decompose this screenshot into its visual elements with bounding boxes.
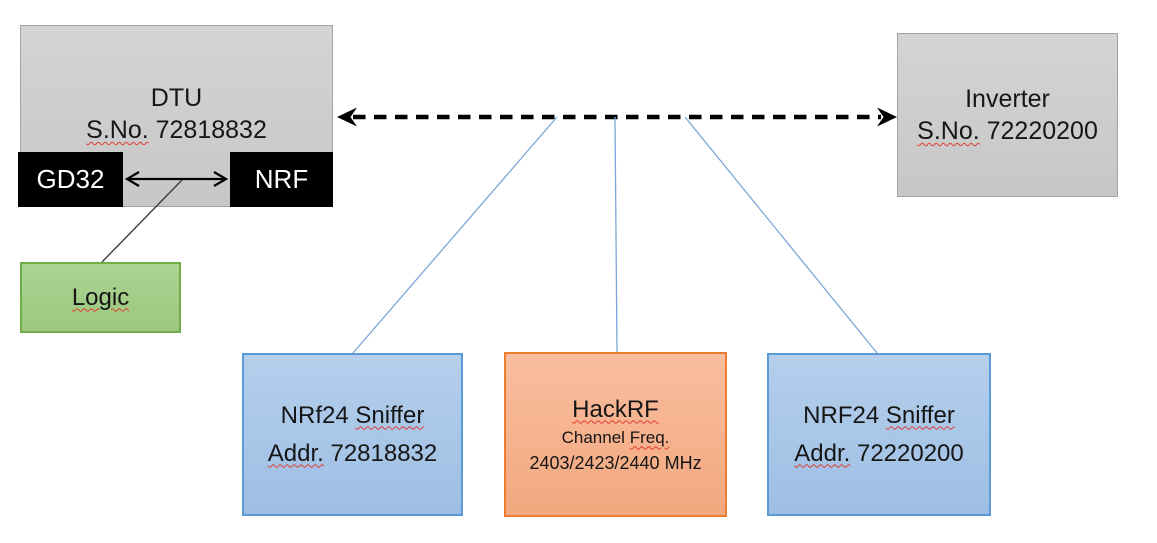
nrf-chip-box: NRF bbox=[230, 152, 333, 207]
logic-analyzer-box: Logic bbox=[20, 262, 181, 333]
hackrf-freq-word: Freq. bbox=[629, 427, 670, 447]
sniffer-right-addr-value: 72220200 bbox=[856, 439, 964, 467]
connector-to-hackrf bbox=[614, 116, 618, 353]
sniffer-left-name-word: Sniffer bbox=[355, 401, 425, 429]
gd32-chip-box: GD32 bbox=[18, 152, 123, 207]
sniffer-left-name-prefix: NRf24 bbox=[280, 401, 349, 429]
sniffer-right-name: NRF24 Sniffer bbox=[803, 397, 955, 435]
connector-to-sniffer-left bbox=[352, 116, 558, 354]
sniffer-left-addr: Addr. 72818832 bbox=[268, 435, 438, 473]
gd32-label: GD32 bbox=[36, 164, 105, 194]
logic-label: Logic bbox=[71, 283, 130, 311]
hackrf-box: HackRF Channel Freq. 2403/2423/2440 MHz bbox=[504, 352, 727, 517]
inverter-label: Inverter S.No. 72220200 bbox=[898, 34, 1117, 196]
connector-to-sniffer-right bbox=[684, 116, 878, 354]
inverter-title: Inverter bbox=[965, 85, 1050, 113]
hackrf-channel-line: Channel Freq. bbox=[562, 425, 670, 451]
inverter-serial: S.No. 72220200 bbox=[917, 115, 1098, 147]
hackrf-frequencies: 2403/2423/2440 MHz bbox=[529, 452, 702, 473]
rf-link-arrowhead-left bbox=[337, 107, 357, 127]
sniffer-left-addr-label: Addr. bbox=[267, 439, 324, 467]
hackrf-title: HackRF bbox=[572, 395, 659, 425]
sniffer-left-box: NRf24 Sniffer Addr. 72818832 bbox=[242, 353, 463, 516]
sniffer-left-addr-value: 72818832 bbox=[330, 439, 438, 467]
dtu-serial-label: S.No. bbox=[86, 116, 149, 144]
dtu-serial: S.No. 72818832 bbox=[21, 114, 332, 146]
dtu-title: DTU bbox=[150, 84, 203, 112]
dtu-label: DTU S.No. 72818832 bbox=[21, 82, 332, 146]
sniffer-right-box: NRF24 Sniffer Addr. 72220200 bbox=[767, 353, 991, 516]
rf-link-arrowhead-right bbox=[877, 107, 897, 127]
dtu-serial-number: 72818832 bbox=[155, 116, 267, 144]
sniffer-right-addr: Addr. 72220200 bbox=[794, 435, 964, 473]
sniffer-right-name-word: Sniffer bbox=[885, 401, 955, 429]
hackrf-title-text: HackRF bbox=[572, 395, 659, 423]
sniffer-right-addr-label: Addr. bbox=[794, 439, 851, 467]
hackrf-channel-word: Channel bbox=[561, 427, 625, 447]
inverter-serial-number: 72220200 bbox=[986, 117, 1098, 145]
sniffer-right-name-prefix: NRF24 bbox=[803, 401, 880, 429]
inverter-box: Inverter S.No. 72220200 bbox=[897, 33, 1118, 197]
inverter-serial-label: S.No. bbox=[917, 117, 980, 145]
nrf-label: NRF bbox=[254, 164, 309, 194]
sniffer-left-name: NRf24 Sniffer bbox=[281, 397, 425, 435]
